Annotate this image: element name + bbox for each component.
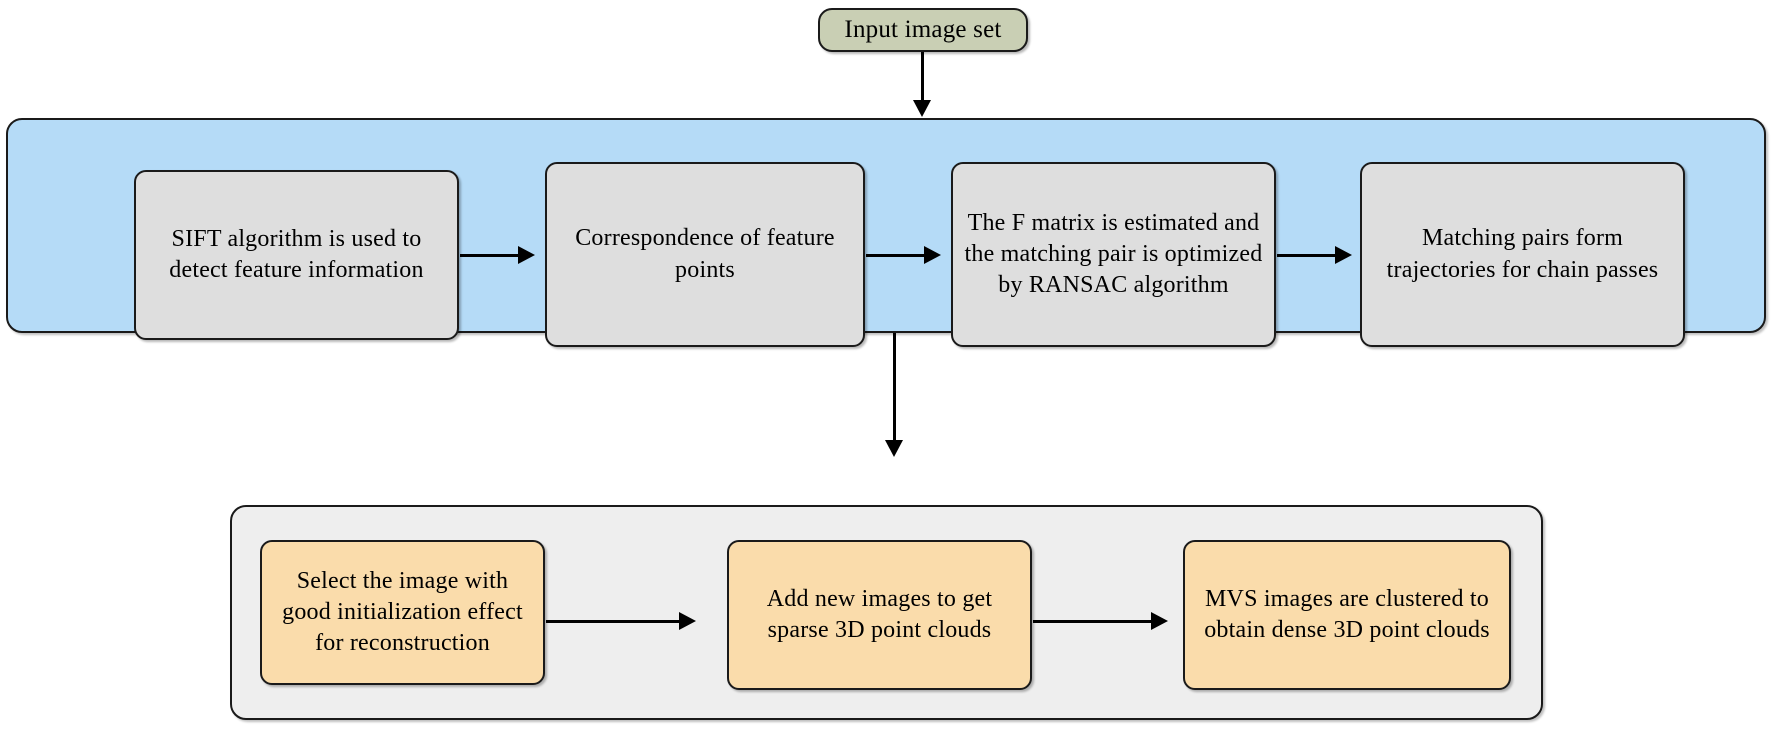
step-matching-pairs-trajectories[interactable]: Matching pairs form trajectories for cha… [1360,162,1685,347]
connector-sparse-to-dense-arrowhead [1151,612,1168,630]
start-node-input-image-set[interactable]: Input image set [818,8,1028,52]
step-mvs-dense-cloud[interactable]: MVS images are clustered to obtain dense… [1183,540,1511,690]
connector-fmatrix-to-trajectories-arrowhead [1335,246,1352,264]
step-select-initialization-label: Select the image with good initializatio… [282,567,523,657]
step-select-initialization-image[interactable]: Select the image with good initializatio… [260,540,545,685]
connector-initialization-to-sparse-line [546,620,681,623]
step-mvs-dense-cloud-label: MVS images are clustered to obtain dense… [1204,585,1490,643]
connector-start-to-stage-one-arrowhead [913,100,931,117]
connector-correspondence-to-fmatrix-line [866,254,926,257]
step-correspondence-of-feature-points[interactable]: Correspondence of feature points [545,162,865,347]
connector-fmatrix-to-trajectories-line [1277,254,1337,257]
connector-stage-one-to-stage-two-line [893,333,896,443]
step-sift-algorithm[interactable]: SIFT algorithm is used to detect feature… [134,170,459,340]
connector-correspondence-to-fmatrix-arrowhead [924,246,941,264]
start-node-label: Input image set [844,15,1002,43]
connector-start-to-stage-one-line [921,52,924,102]
connector-sift-to-correspondence-arrowhead [518,246,535,264]
connector-stage-one-to-stage-two-arrowhead [885,440,903,457]
connector-sift-to-correspondence-line [460,254,520,257]
step-correspondence-label: Correspondence of feature points [575,225,835,283]
step-add-new-images-sparse-cloud[interactable]: Add new images to get sparse 3D point cl… [727,540,1032,690]
connector-sparse-to-dense-line [1033,620,1153,623]
step-sift-algorithm-label: SIFT algorithm is used to detect feature… [169,225,424,283]
step-matching-pairs-label: Matching pairs form trajectories for cha… [1386,225,1659,283]
step-f-matrix-ransac-label: The F matrix is estimated and the matchi… [964,209,1263,299]
connector-initialization-to-sparse-arrowhead [679,612,696,630]
step-f-matrix-ransac[interactable]: The F matrix is estimated and the matchi… [951,162,1276,347]
step-add-new-images-label: Add new images to get sparse 3D point cl… [766,585,993,643]
